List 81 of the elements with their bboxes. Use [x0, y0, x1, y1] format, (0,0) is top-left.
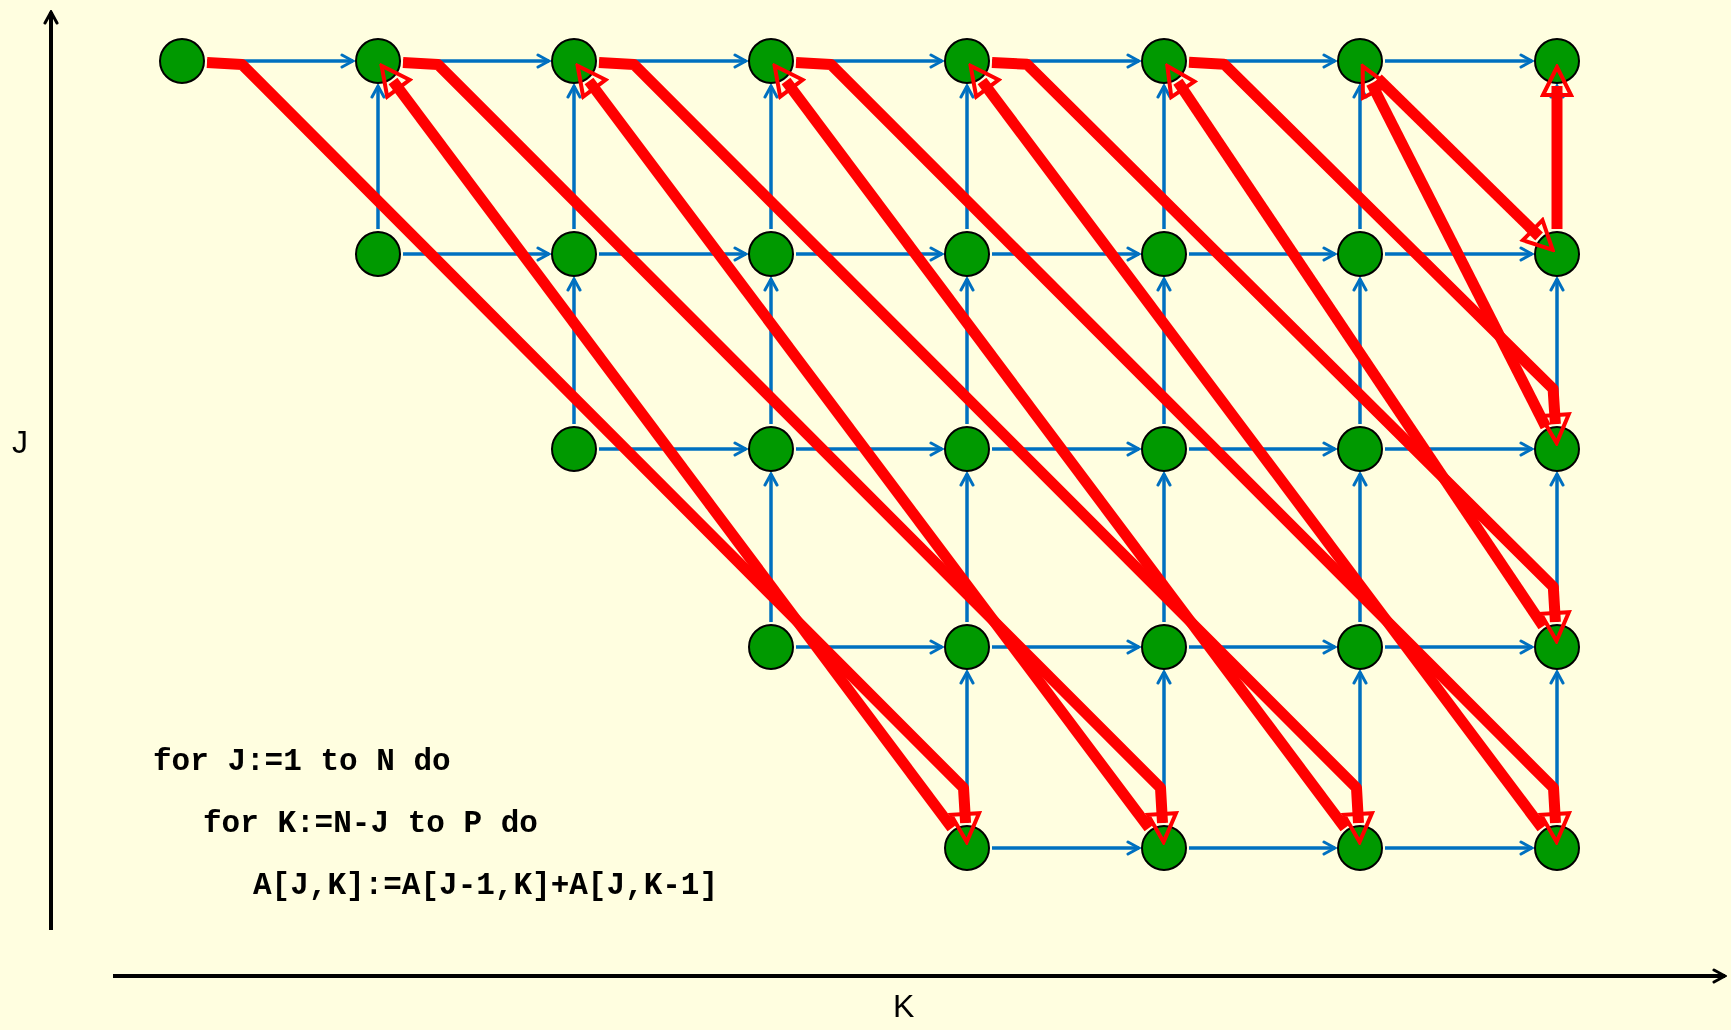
- arrow: [959, 472, 975, 622]
- grid-node-circle: [551, 38, 597, 84]
- grid-node-circle: [551, 231, 597, 277]
- arrow: [763, 84, 779, 229]
- grid-node-circle: [1534, 624, 1580, 670]
- grid-node-circle: [944, 624, 990, 670]
- arrow: [1189, 246, 1337, 262]
- axis-label: K: [893, 988, 915, 1025]
- arrow: [1385, 639, 1534, 655]
- hollow-arrow: [795, 57, 1571, 844]
- grid-node-circle: [551, 426, 597, 472]
- grid-node-circle: [1337, 426, 1383, 472]
- arrow: [599, 246, 748, 262]
- arrow: [992, 246, 1141, 262]
- grid-node-circle: [1141, 426, 1187, 472]
- grid-node-circle: [355, 231, 401, 277]
- grid-node-circle: [1141, 231, 1187, 277]
- grid-node-circle: [1141, 38, 1187, 84]
- grid-node-circle: [748, 426, 794, 472]
- grid-node-circle: [1141, 624, 1187, 670]
- grid-node-circle: [1337, 38, 1383, 84]
- arrow: [992, 639, 1141, 655]
- grid-node-circle: [1534, 426, 1580, 472]
- arrow: [1156, 277, 1172, 424]
- arrow: [1385, 53, 1534, 69]
- hollow-arrow: [991, 56, 1571, 643]
- grid-node-circle: [748, 624, 794, 670]
- arrow: [403, 246, 551, 262]
- grid-node-circle: [944, 231, 990, 277]
- grid-node-circle: [748, 231, 794, 277]
- grid-node-circle: [1534, 38, 1580, 84]
- hollow-arrow: [575, 63, 1154, 832]
- arrow: [1385, 441, 1534, 457]
- hollow-arrow: [1188, 56, 1571, 446]
- arrow: [1189, 840, 1337, 856]
- arrow: [1385, 840, 1534, 856]
- hollow-arrow: [206, 57, 982, 844]
- hollow-arrow: [1360, 64, 1551, 430]
- arrow: [763, 472, 779, 622]
- arrow: [796, 246, 944, 262]
- arrow: [796, 441, 944, 457]
- grid-node-circle: [944, 825, 990, 871]
- hollow-arrow: [772, 63, 1350, 832]
- grid-node-circle: [944, 38, 990, 84]
- hollow-arrow: [1165, 64, 1548, 630]
- arrow: [796, 639, 944, 655]
- arrow: [1189, 441, 1337, 457]
- arrow: [1352, 277, 1368, 424]
- arrow: [992, 441, 1141, 457]
- arrow: [1385, 246, 1534, 262]
- code-line: A[J,K]:=A[J-1,K]+A[J,K-1]: [253, 868, 719, 903]
- hollow-arrow: [379, 63, 957, 832]
- arrow: [959, 84, 975, 229]
- code-line: for J:=1 to N do: [153, 744, 451, 779]
- grid-node-circle: [748, 38, 794, 84]
- arrow: [1352, 472, 1368, 622]
- arrow: [1189, 639, 1337, 655]
- arrow: [1352, 84, 1368, 229]
- arrow: [992, 840, 1141, 856]
- arrow: [370, 84, 386, 229]
- arrow: [1156, 84, 1172, 229]
- axis-label: J: [12, 424, 28, 461]
- grid-node-circle: [1534, 231, 1580, 277]
- grid-node-circle: [355, 38, 401, 84]
- code-line: for K:=N-J to P do: [203, 806, 538, 841]
- grid-node-circle: [944, 426, 990, 472]
- grid-node-circle: [1534, 825, 1580, 871]
- grid-node-circle: [1337, 231, 1383, 277]
- hollow-arrow: [1374, 74, 1555, 252]
- hollow-arrow: [598, 57, 1374, 844]
- grid-node-circle: [159, 38, 205, 84]
- arrow: [566, 84, 582, 229]
- grid-node-circle: [1337, 825, 1383, 871]
- arrow: [599, 441, 748, 457]
- grid-node-circle: [1337, 624, 1383, 670]
- grid-node-circle: [1141, 825, 1187, 871]
- arrow: [959, 277, 975, 424]
- arrow: [763, 277, 779, 424]
- hollow-arrow: [402, 57, 1178, 844]
- arrow: [1156, 472, 1172, 622]
- hollow-arrow: [968, 63, 1547, 832]
